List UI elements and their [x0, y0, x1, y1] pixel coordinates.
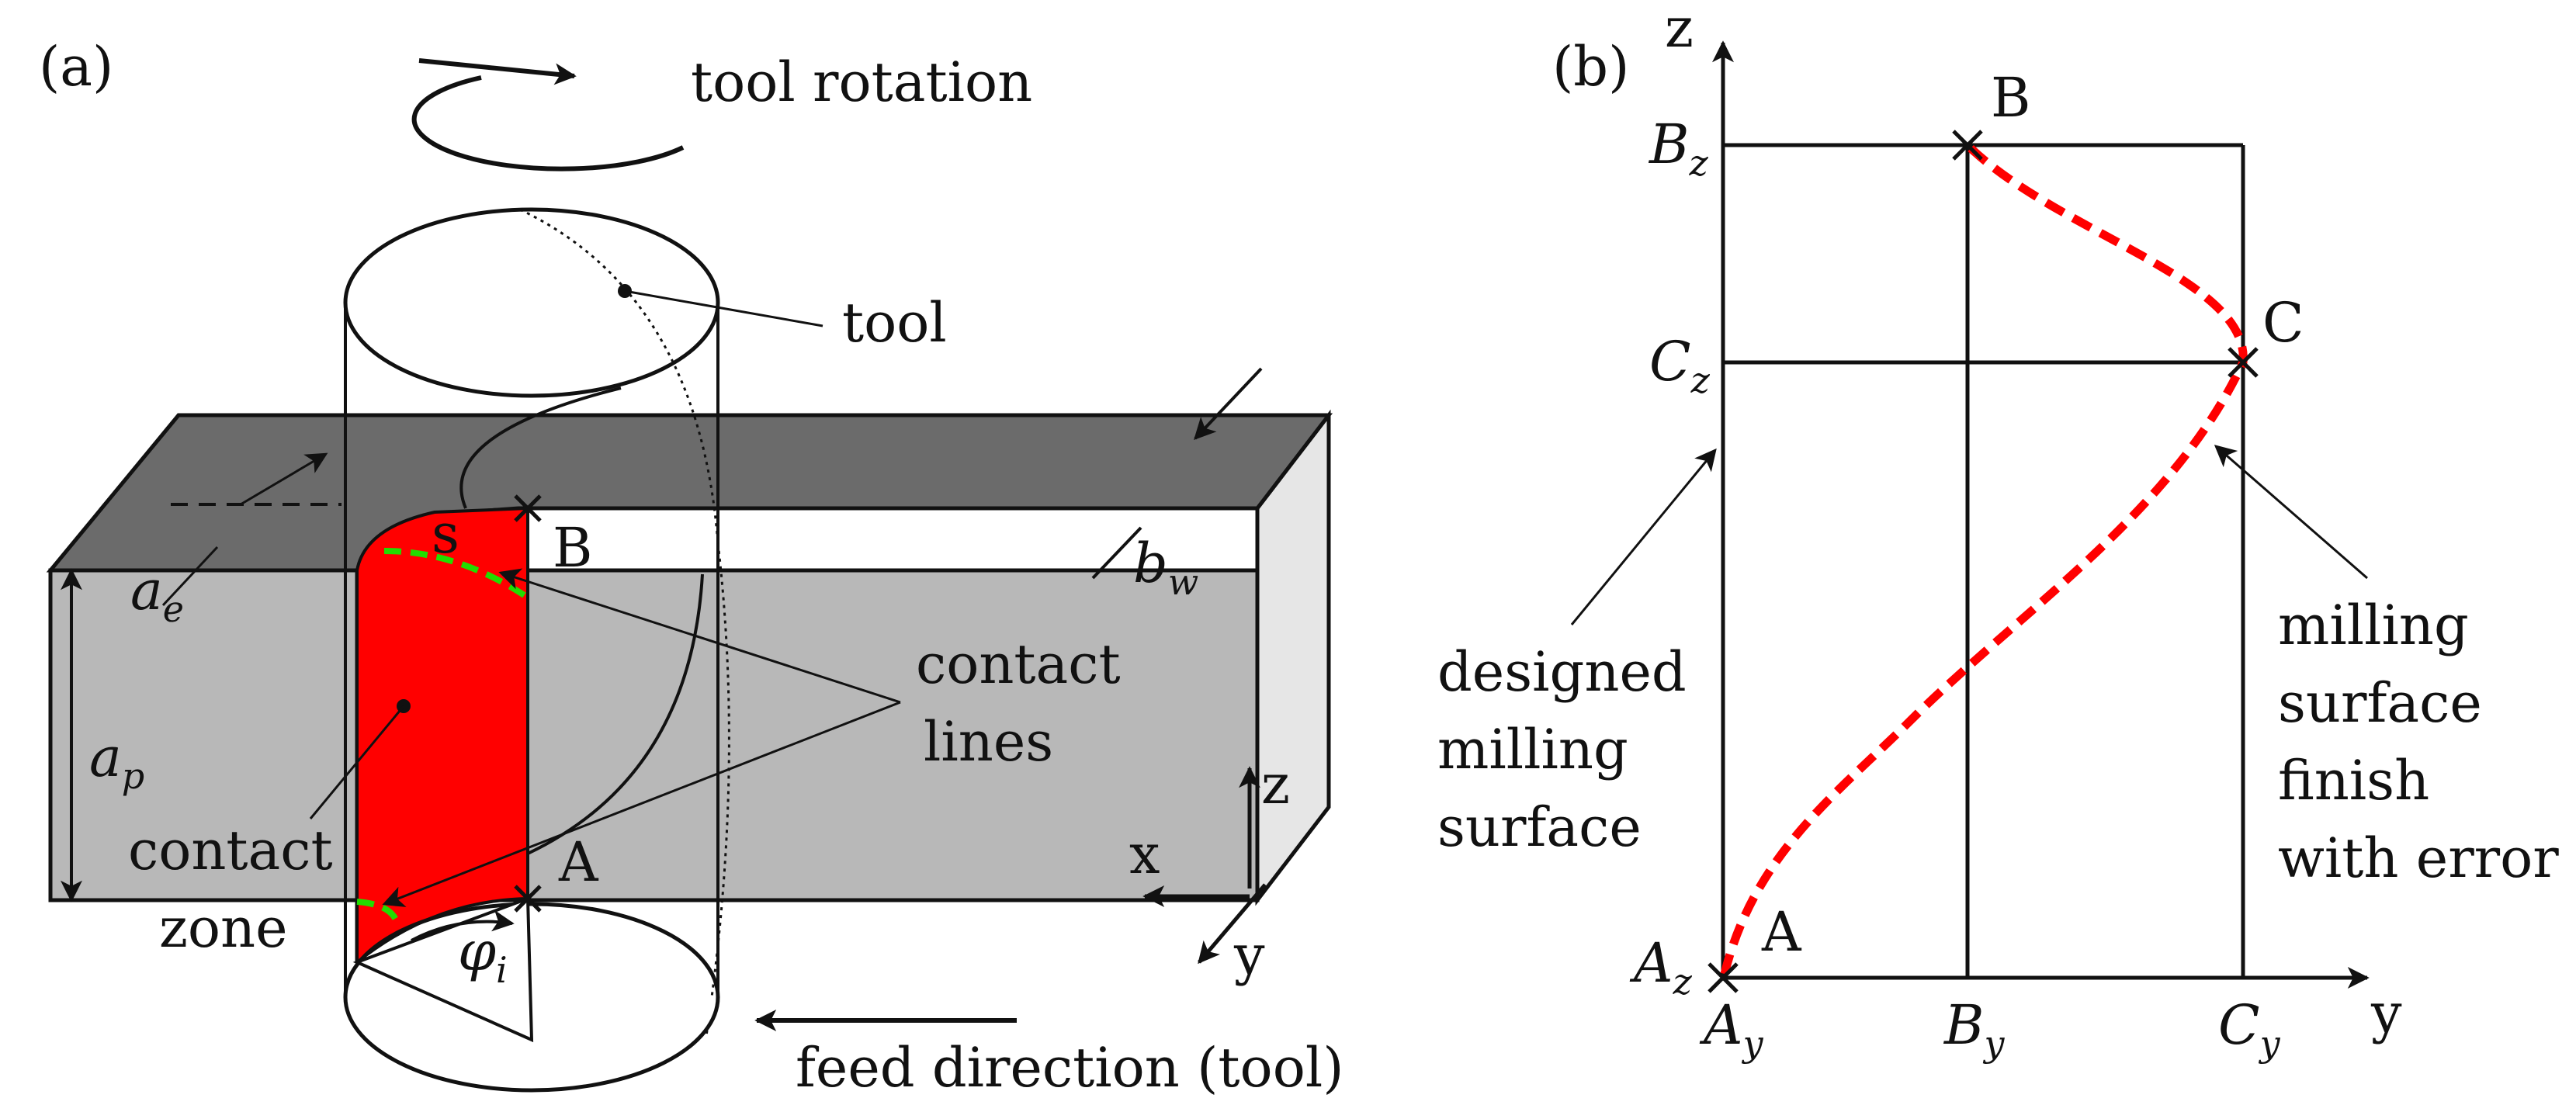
axis-y-title: y: [2370, 982, 2402, 1045]
contact-line-bottom: [356, 899, 399, 922]
axis-z-title: z: [1665, 0, 1694, 60]
point-a-label: A: [558, 830, 599, 894]
point-b-title: B: [1991, 66, 2030, 130]
point-a-title: A: [1761, 900, 1802, 964]
tick-ay: Ay: [1699, 993, 1764, 1065]
phi-i-label: φi: [458, 920, 508, 991]
contact-zone: [355, 506, 529, 966]
tool-rotation-label: tool rotation: [691, 50, 1032, 114]
point-b-cross: [1952, 130, 1983, 161]
tool-rotation-arrow: [411, 75, 685, 171]
tick-bz: Bz: [1648, 113, 1708, 184]
axis-x-label: x: [1129, 823, 1160, 886]
tool-bottom-ellipse: [343, 996, 720, 1093]
tick-az: Az: [1629, 931, 1693, 1003]
a-p-label: ap: [89, 726, 144, 797]
feed-direction-label: feed direction (tool): [796, 1036, 1344, 1100]
point-b-label: B: [553, 516, 592, 580]
panel-b: (b) z y B C A Bz Cz Az Ay By Cy: [1437, 0, 2559, 1065]
panel-b-label: (b): [1552, 35, 1629, 99]
point-b-marker: [514, 494, 542, 522]
tool-top-ellipse: [343, 207, 720, 398]
panel-a: (a) tool rotation: [39, 35, 1344, 1100]
panel-a-label: (a): [39, 35, 113, 99]
point-a-marker: [514, 885, 542, 913]
b-w-label: bw: [1133, 532, 1198, 603]
tick-by: By: [1943, 993, 2005, 1065]
axis-y-label: y: [1233, 923, 1265, 987]
point-a-cross: [1708, 962, 1739, 993]
point-s-label: s: [432, 502, 459, 566]
axis-y-arrow: [1198, 883, 1267, 965]
milling-error-curve: [1720, 142, 2248, 975]
tick-cz: Cz: [1649, 330, 1711, 401]
tool-label: tool: [842, 291, 947, 355]
point-c-title: C: [2262, 291, 2304, 355]
point-c-cross: [2228, 347, 2259, 378]
a-e-label: ae: [130, 559, 184, 630]
axis-z-label: z: [1261, 753, 1290, 816]
tick-cy: Cy: [2218, 993, 2281, 1065]
